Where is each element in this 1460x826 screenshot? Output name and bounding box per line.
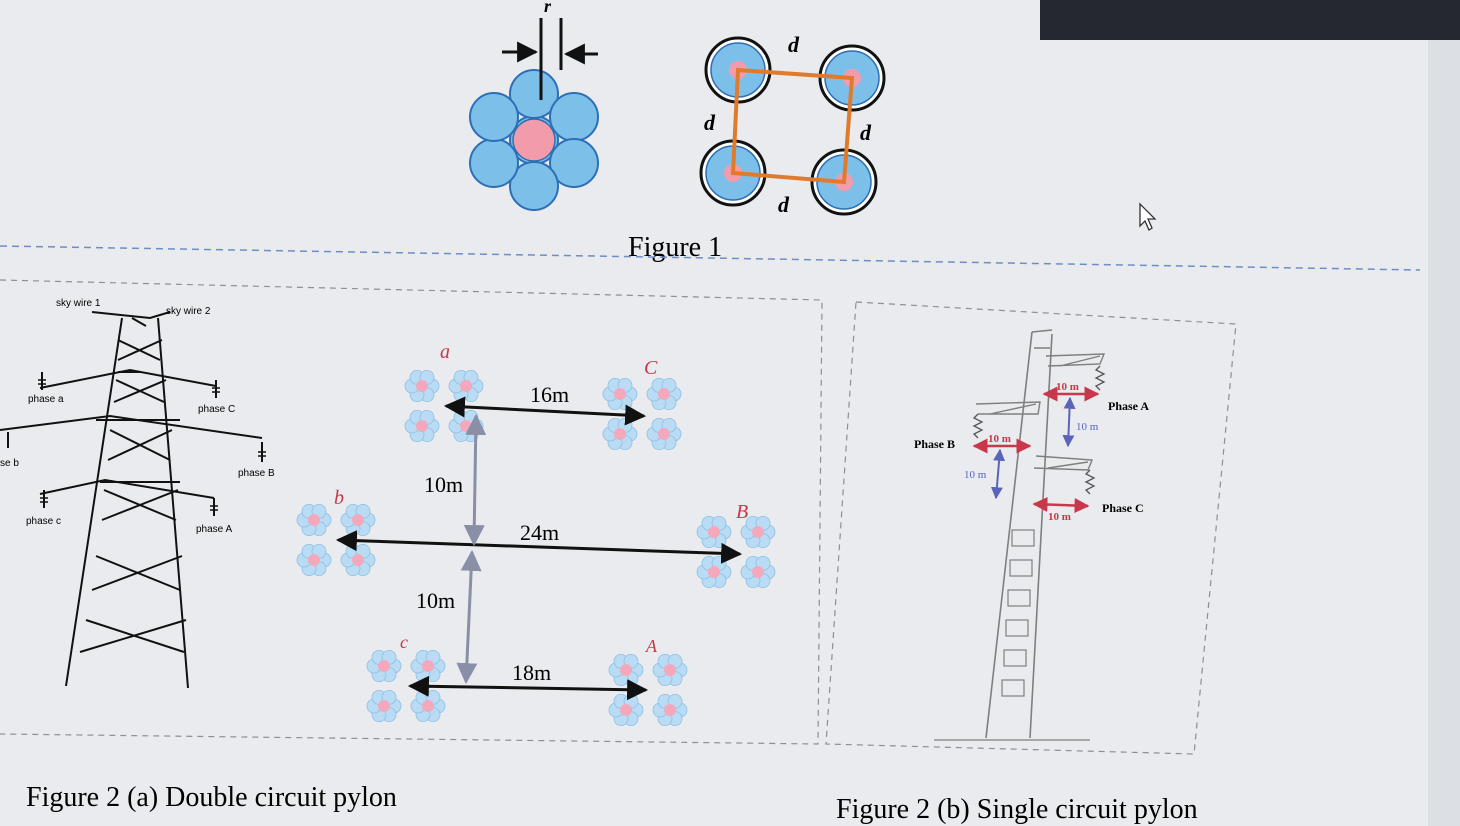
bundle-subconductor xyxy=(602,377,638,411)
pylon-dim-label-top: 10 m xyxy=(1056,381,1079,393)
section-divider xyxy=(0,245,1421,271)
strand xyxy=(509,161,559,211)
spacing-label-top: d xyxy=(788,32,800,57)
strand xyxy=(509,69,559,119)
dimension-arrow-bottom xyxy=(407,675,649,701)
tower-label-sky-wire-2: sky wire 2 xyxy=(166,306,211,317)
bundle-subconductor xyxy=(608,693,644,727)
strand-radius-label: r xyxy=(544,0,552,16)
bundle-subconductor xyxy=(448,409,484,443)
bundle-subconductor xyxy=(740,555,776,589)
bundle-subconductor xyxy=(410,649,446,683)
bundle-subconductor xyxy=(740,515,776,549)
bundle-subconductor xyxy=(448,369,484,403)
conductor-label-c: c xyxy=(400,632,408,652)
pylon-label-phase-B: Phase B xyxy=(914,437,955,451)
figure1: r d xyxy=(469,0,886,263)
pylon-dim-label-bottom: 10 m xyxy=(1048,511,1071,523)
bundle-subconductor xyxy=(296,503,332,537)
conductor-label-a: a xyxy=(440,341,450,363)
pylon-label-phase-A: Phase A xyxy=(1108,399,1149,413)
window-top-bar xyxy=(1040,0,1460,40)
bundle-subconductor xyxy=(340,543,376,577)
conductor-label-B: B xyxy=(736,501,748,523)
bundle-subconductor xyxy=(646,377,682,411)
strand xyxy=(549,138,599,188)
bundle-subconductor xyxy=(366,689,402,723)
strand xyxy=(469,92,519,142)
dimension-label-vertical-upper: 10m xyxy=(424,472,463,497)
single-circuit-pylon xyxy=(934,329,1106,741)
bundle-subconductor xyxy=(652,653,688,687)
tower-label-phase-C: phase C xyxy=(198,404,235,415)
dimension-label-top: 16m xyxy=(530,382,569,407)
tower-label-phase-B: phase B xyxy=(238,468,275,479)
double-circuit-tower xyxy=(0,311,266,689)
bundle-spacing-square xyxy=(730,67,855,185)
pylon-dim-arrow-vert-right xyxy=(1062,396,1076,448)
core-strand xyxy=(512,118,556,162)
bundle-subconductor xyxy=(602,417,638,451)
figure2b-frame xyxy=(825,301,1237,755)
strand xyxy=(469,138,519,188)
dimension-arrow-vertical-upper xyxy=(463,413,487,547)
bundle-subconductor xyxy=(696,555,732,589)
spacing-label-bottom: d xyxy=(778,192,790,217)
tower-label-phase-A: phase A xyxy=(196,524,232,535)
window-right-edge xyxy=(1428,40,1460,826)
bundle-subconductor xyxy=(340,503,376,537)
pylon-dim-arrow-bottom xyxy=(1032,497,1090,513)
pylon-label-phase-C: Phase C xyxy=(1102,501,1144,515)
figure2b-caption: Figure 2 (b) Single circuit pylon xyxy=(836,794,1198,825)
bundle-subconductor xyxy=(404,409,440,443)
pylon-dim-label-vert-left: 10 m xyxy=(964,469,987,481)
dimension-label-bottom: 18m xyxy=(512,660,551,685)
spacing-label-right: d xyxy=(860,120,872,145)
strand xyxy=(549,92,599,142)
bundle-subconductor xyxy=(404,369,440,403)
dimension-arrow-vertical-lower xyxy=(456,549,482,685)
pylon-dim-arrow-vert-left xyxy=(990,448,1006,500)
dimension-arrow-top xyxy=(443,396,647,426)
dimension-arrow-middle xyxy=(335,530,743,564)
pylon-dim-label-mid: 10 m xyxy=(988,433,1011,445)
conductor-label-A: A xyxy=(645,636,658,656)
mouse-pointer-icon xyxy=(1139,202,1157,231)
bundle-conductor-diagram: d d d d xyxy=(699,32,886,217)
bundle-subconductor xyxy=(296,543,332,577)
figure2a-frame xyxy=(0,279,823,745)
spacing-label-left: d xyxy=(704,110,716,135)
tower-label-sky-wire-1: sky wire 1 xyxy=(56,298,101,309)
tower-label-phase-b: se b xyxy=(0,458,19,469)
bundle-subconductor xyxy=(608,653,644,687)
bundle-subconductor xyxy=(696,515,732,549)
figure2a-caption: Figure 2 (a) Double circuit pylon xyxy=(26,782,397,813)
tower-label-phase-a: phase a xyxy=(28,394,64,405)
pylon-dim-label-vert-right: 10 m xyxy=(1076,421,1099,433)
bundle-subconductor xyxy=(652,693,688,727)
bundle-subconductor xyxy=(646,417,682,451)
tower-label-phase-c: phase c xyxy=(26,516,61,527)
dimension-label-vertical-lower: 10m xyxy=(416,588,455,613)
dimension-label-middle: 24m xyxy=(520,520,559,545)
bundle-subconductor xyxy=(366,649,402,683)
bundle-subconductor xyxy=(410,689,446,723)
conductor-label-b: b xyxy=(334,487,344,509)
conductor-label-C: C xyxy=(644,357,658,379)
stranded-conductor-diagram: r xyxy=(469,0,599,211)
